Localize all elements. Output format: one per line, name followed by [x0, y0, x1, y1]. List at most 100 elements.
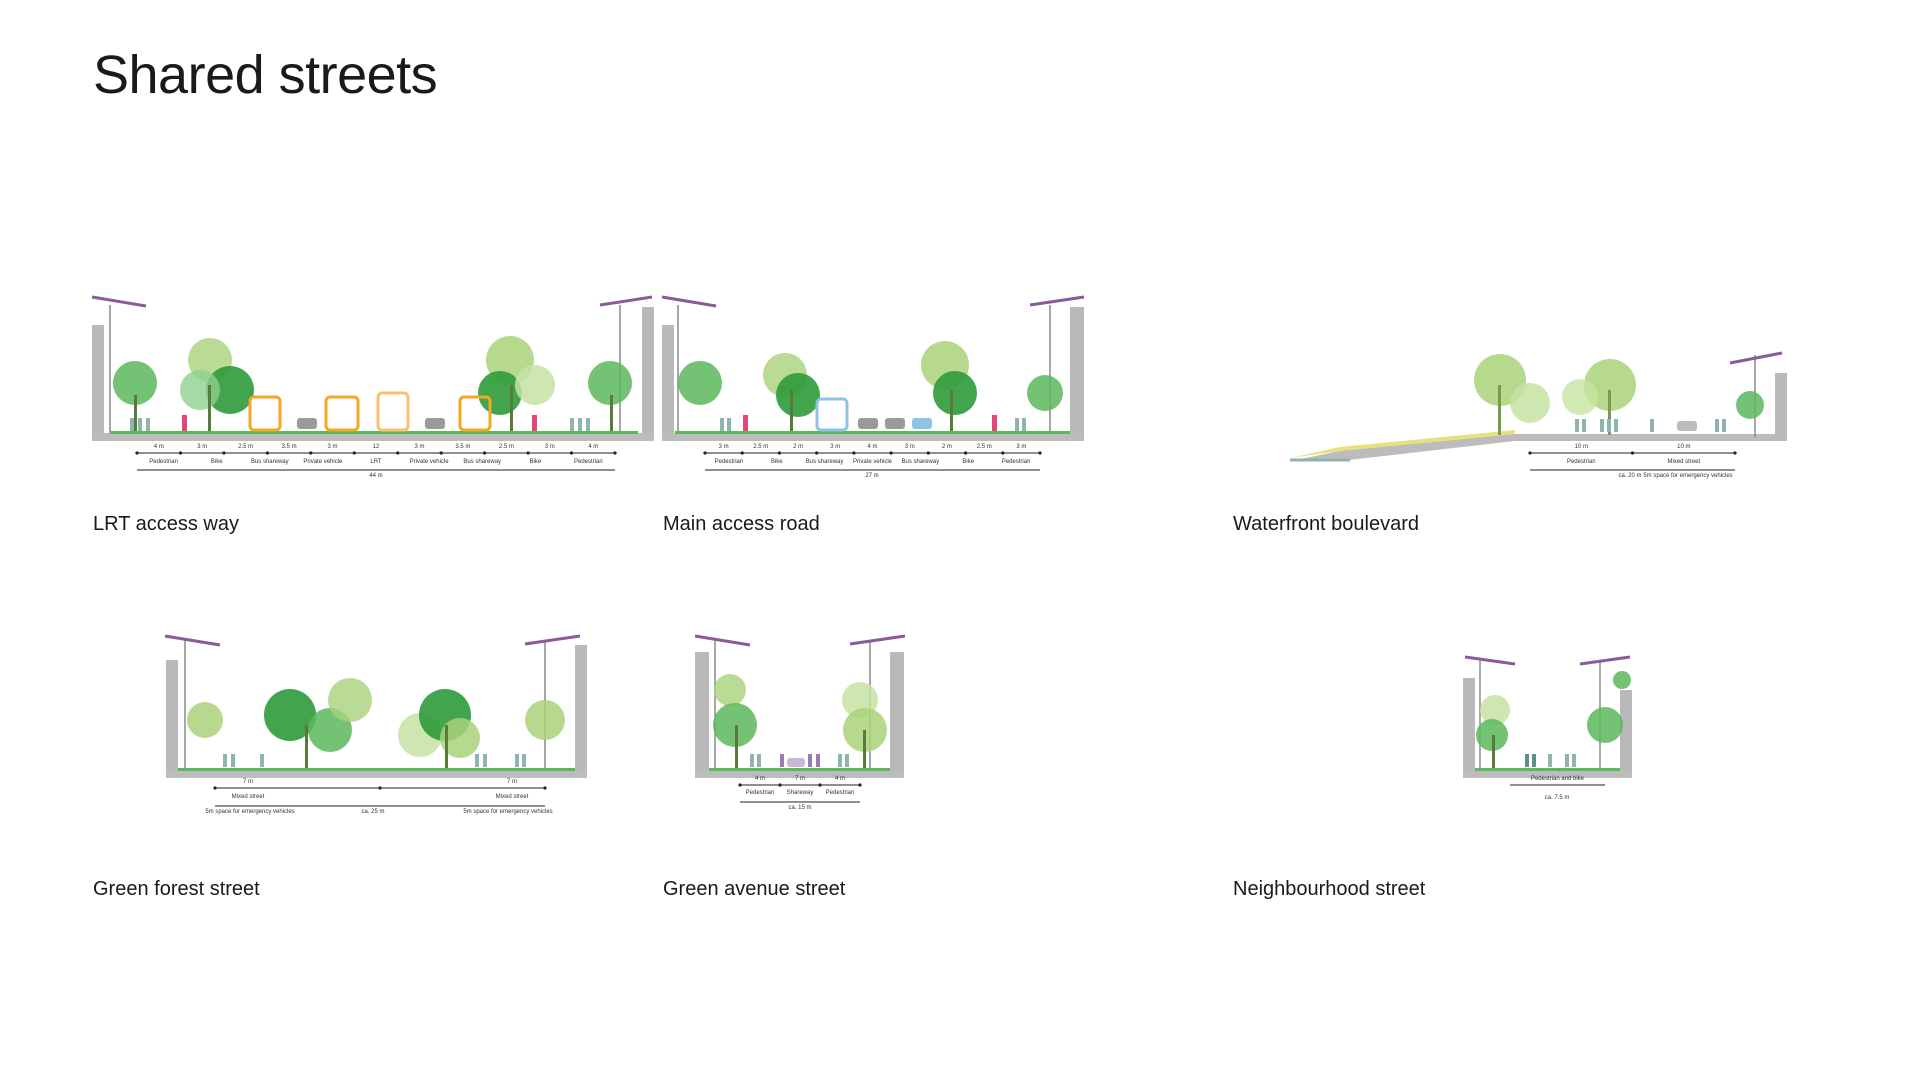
dimension-label-0: 3 m: [719, 444, 729, 450]
lane-label-7: Bike: [529, 459, 541, 465]
dimension-tick-7: [439, 451, 443, 455]
bike-right: [532, 415, 537, 431]
lane-label-5: Bike: [962, 459, 974, 465]
dimension-label-2: 2.5 m: [238, 444, 253, 450]
dimension-label-0: 4 m: [755, 776, 765, 782]
pedestrians: [750, 754, 849, 767]
dimension-tick-8: [483, 451, 487, 455]
street-light-left: [91, 295, 147, 437]
car: [1677, 421, 1697, 431]
dimension-tick-2: [543, 786, 547, 790]
lane-label-6: Bus shareway: [463, 459, 501, 465]
embankment: [1290, 434, 1787, 461]
dimension-label-1: 7 m: [507, 779, 517, 785]
section-title-neighbourhood-street: Neighbourhood street: [1233, 878, 1426, 900]
building-wall-left: [695, 652, 709, 775]
dimension-tick-7: [964, 451, 968, 455]
emergency-note-left: 5m space for emergency vehicles: [205, 809, 294, 815]
building-wall-right: [1070, 307, 1084, 440]
lane-label-0: Pedestrian and bike: [1531, 776, 1585, 782]
dimension-tick-8: [1001, 451, 1005, 455]
lane-surface: [1475, 768, 1620, 771]
street-ground: [166, 770, 587, 778]
dimension-label-8: 2.5 m: [499, 444, 514, 450]
lane-label-3: Private vehicle: [853, 459, 893, 465]
section-title-lrt-access-way: LRT access way: [93, 513, 239, 535]
dimension-label-7: 3.5 m: [455, 444, 470, 450]
dimension-label-0: 4 m: [154, 444, 164, 450]
dimension-tick-1: [740, 451, 744, 455]
pedestrians-right: [1015, 418, 1026, 431]
dimension-tick-0: [703, 451, 707, 455]
dimension-tick-2: [818, 783, 822, 787]
building-wall-left: [1463, 678, 1475, 775]
dimension-label-3: 3.5 m: [282, 444, 297, 450]
dimension-tick-6: [396, 451, 400, 455]
shareway-users: [780, 754, 820, 767]
dimension-tick-2: [777, 451, 781, 455]
lane-label-1: Bike: [211, 459, 223, 465]
dimension-tick-11: [613, 451, 617, 455]
dimension-label-4: 4 m: [867, 444, 877, 450]
dimension-label-2: 4 m: [835, 776, 845, 782]
dimension-tick-1: [778, 783, 782, 787]
lane-label-1: Shareway: [787, 790, 814, 796]
dimension-label-1: 7 m: [795, 776, 805, 782]
dimension-label-4: 3 m: [327, 444, 337, 450]
building-wall-right: [890, 652, 904, 775]
tree-group-left: [113, 338, 254, 440]
pedestrians: [223, 754, 526, 767]
section-neighbourhood-street: Pedestrian and bike ca. 7.5 m Neighbourh…: [1230, 630, 1830, 900]
lane-label-1: Mixed street: [1667, 459, 1700, 465]
lane-label-0: Mixed street: [232, 794, 265, 800]
tree-group: [1474, 354, 1764, 435]
vehicles: [248, 391, 492, 432]
lane-label-1: Mixed street: [496, 794, 529, 800]
dimension-tick-4: [309, 451, 313, 455]
street-light-left: [661, 295, 717, 437]
tree-group: [1476, 671, 1631, 770]
tree-group-left: [678, 353, 820, 438]
dimension-label-2: 2 m: [793, 444, 803, 450]
lane-surface: [178, 768, 575, 771]
section-title-green-forest-street: Green forest street: [93, 878, 260, 900]
dimension-tick-0: [213, 786, 217, 790]
dimension-labels: 4 m 7 m 4 m: [738, 776, 862, 787]
street-ground: [695, 770, 904, 778]
lane-label-0: Pedestrian: [149, 459, 178, 465]
dimension-label-1: 3 m: [197, 444, 207, 450]
street-ground: [1463, 770, 1632, 778]
lane-label-6: Pedestrian: [1002, 459, 1031, 465]
building-wall-right: [575, 645, 587, 775]
building-wall-right: [1775, 373, 1787, 440]
emergency-note-right: 5m space for emergency vehicles: [463, 809, 552, 815]
total-width: 44 m: [369, 473, 382, 479]
dimension-label-0: 10 m: [1575, 444, 1588, 450]
dimension-tick-5: [889, 451, 893, 455]
dimension-tick-1: [378, 786, 382, 790]
total-width: 27 m: [865, 473, 878, 479]
total-width: ca. 15 m: [788, 805, 811, 811]
bus: [815, 397, 849, 432]
building-wall-left: [662, 325, 674, 440]
dimension-tick-2: [1733, 451, 1737, 455]
dimension-tick-1: [178, 451, 183, 455]
dimension-label-10: 4 m: [588, 444, 598, 450]
page-title: Shared streets: [93, 45, 438, 105]
pedestrians: [1525, 754, 1576, 767]
dimension-tick-0: [738, 783, 742, 787]
building-wall-left: [166, 660, 178, 775]
lane-labels: Pedestrian and bike: [1531, 776, 1585, 782]
dimension-label-6: 3 m: [414, 444, 424, 450]
lane-labels: Mixed street Mixed street: [232, 794, 529, 800]
